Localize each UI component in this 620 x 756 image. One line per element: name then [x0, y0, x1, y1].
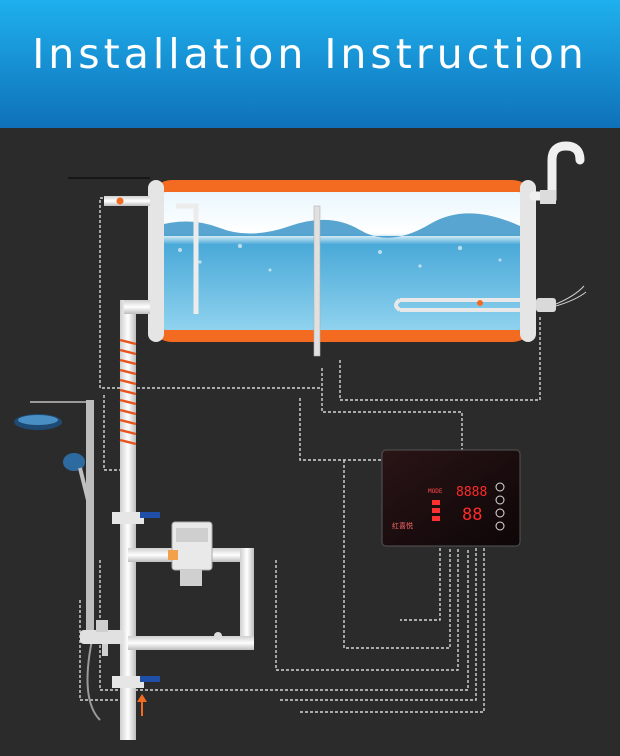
controller-digits-bottom: 88	[462, 505, 482, 525]
vent-pipe	[529, 141, 585, 204]
faucet-icon	[80, 620, 124, 656]
control-panel-icon: MODE 8888 88 红喜悦	[381, 449, 521, 547]
shower-head-icon	[14, 414, 62, 430]
inlet-line	[68, 177, 150, 206]
controller-brand: 红喜悦	[392, 521, 413, 530]
controller-mode-label: MODE	[428, 488, 443, 495]
controller-digits-top: 8888	[456, 485, 487, 500]
title-banner	[0, 0, 620, 128]
banner-background	[0, 0, 620, 128]
flow-arrow-icon	[137, 694, 147, 716]
pressure-pump-icon	[168, 521, 213, 586]
hand-shower-icon	[63, 453, 90, 501]
sensor-connector	[536, 285, 587, 312]
page-title: Installation Instruction	[32, 30, 588, 78]
main-pipe	[112, 300, 160, 740]
shower-set	[14, 400, 124, 721]
water-tank	[148, 180, 536, 357]
